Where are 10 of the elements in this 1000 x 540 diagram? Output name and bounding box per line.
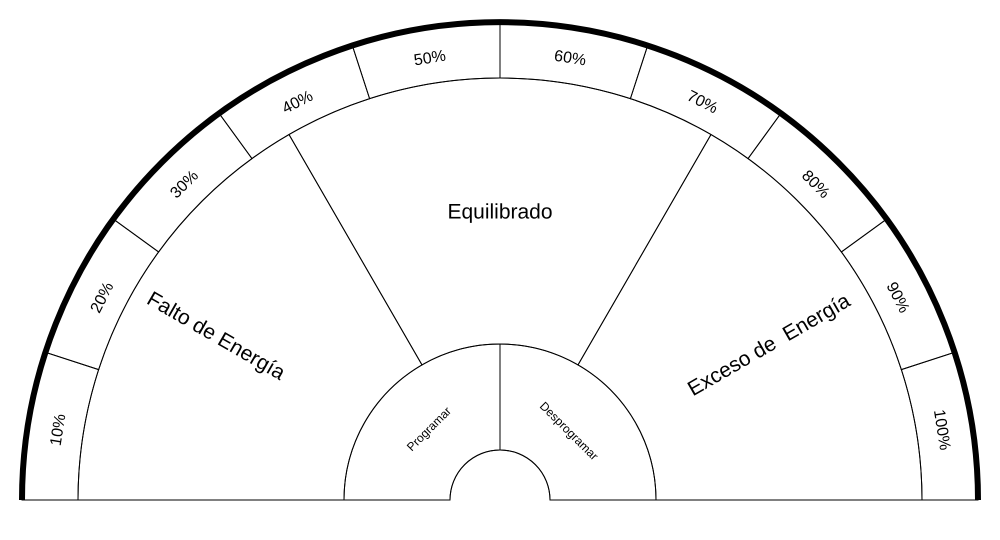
percent-label: 20% — [88, 280, 117, 316]
percent-label: 40% — [280, 88, 316, 117]
percent-label: 10% — [49, 413, 70, 448]
percent-label: 60% — [552, 49, 587, 70]
percent-label: 70% — [684, 88, 720, 117]
percent-label: 50% — [413, 49, 448, 70]
percent-label: 100% — [929, 408, 952, 452]
percent-label: 90% — [882, 280, 912, 316]
percent-label: 30% — [168, 168, 202, 202]
zone-label: Equilibrado — [447, 202, 553, 222]
